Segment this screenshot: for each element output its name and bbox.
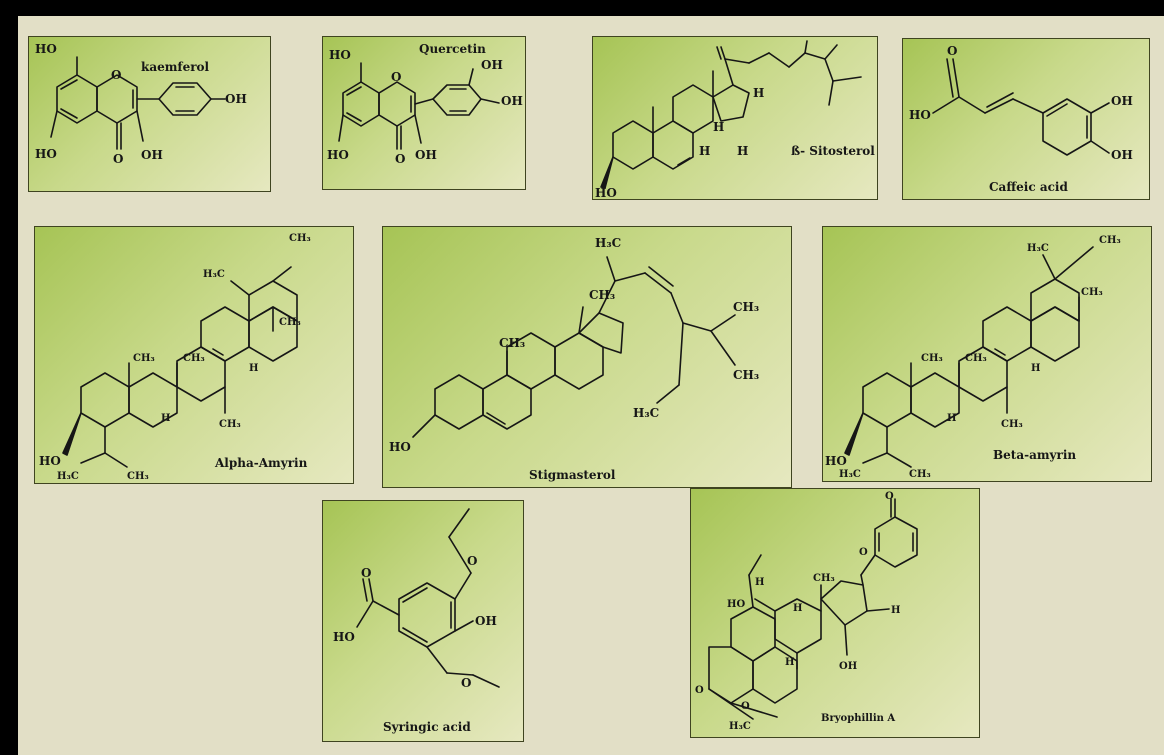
quercetin-oh1: HO — [329, 48, 351, 62]
alpha-amyrin-h1: H — [161, 413, 170, 424]
structures-canvas: kaemferol HO HO O OH O OH Quercetin HO H… — [18, 16, 1164, 755]
bryophillin-a-o1: O — [885, 491, 894, 502]
panel-stigmasterol: Stigmasterol H₃C CH₃ CH₃ CH₃ CH₃ H₃C HO — [382, 226, 792, 488]
stigmasterol-ch3-a: CH₃ — [499, 336, 525, 350]
bryophillin-a-h3c: H₃C — [729, 721, 751, 732]
quercetin-label: Quercetin — [419, 42, 486, 56]
kaemferol-structure: kaemferol HO HO O OH O OH — [35, 42, 247, 166]
caffeic-acid-oh2: OH — [1111, 148, 1133, 162]
beta-amyrin-ch3a: CH₃ — [1099, 235, 1121, 246]
syringic-acid-o2: O — [467, 554, 477, 568]
beta-amyrin-label: Beta-amyrin — [993, 448, 1076, 462]
kaemferol-oh3: OH — [225, 92, 247, 106]
bryophillin-a-label: Bryophillin A — [821, 713, 895, 724]
caffeic-acid-ho: HO — [909, 108, 931, 122]
beta-amyrin-ho: HO — [825, 454, 847, 468]
bryophillin-a-h1: H — [755, 577, 764, 588]
stigmasterol-ch3-c: CH₃ — [733, 368, 759, 382]
syringic-acid-o3: O — [461, 676, 471, 690]
beta-amyrin-ch3b: CH₃ — [921, 353, 943, 364]
syringic-acid-o1: O — [361, 566, 371, 580]
beta-amyrin-h3c2: H₃C — [839, 469, 861, 480]
beta-amyrin-structure: Beta-amyrin H₃C CH₃ CH₃ CH₃ CH₃ H H CH₃ … — [825, 235, 1121, 480]
beta-amyrin-h3c: H₃C — [1027, 243, 1049, 254]
caffeic-acid-structure: Caffeic acid O HO OH OH — [909, 44, 1133, 194]
quercetin-oh5: OH — [415, 148, 437, 162]
alpha-amyrin-h3c-top: H₃C — [203, 269, 225, 280]
panel-syringic-acid: Syringic acid O OH HO O O — [322, 500, 524, 742]
stigmasterol-h3c-top: H₃C — [595, 236, 621, 250]
caffeic-acid-o: O — [947, 44, 957, 58]
bryophillin-a-oh: OH — [839, 661, 857, 672]
alpha-amyrin-ch3f: CH₃ — [127, 471, 149, 482]
beta-amyrin-h1: H — [947, 413, 956, 424]
panel-kaemferol: kaemferol HO HO O OH O OH — [28, 36, 271, 192]
stigmasterol-structure: Stigmasterol H₃C CH₃ CH₃ CH₃ CH₃ H₃C HO — [389, 236, 759, 482]
bryophillin-a-ho: HO — [727, 599, 745, 610]
panel-beta-amyrin: Beta-amyrin H₃C CH₃ CH₃ CH₃ CH₃ H H CH₃ … — [822, 226, 1152, 482]
stigmasterol-ch3-b: CH₃ — [733, 300, 759, 314]
bryophillin-a-h2: H — [793, 603, 802, 614]
panel-beta-sitosterol: ß- Sitosterol HO H H H H — [592, 36, 878, 200]
beta-sitosterol-h4: H — [737, 144, 748, 158]
panel-caffeic-acid: Caffeic acid O HO OH OH — [902, 38, 1150, 200]
bryophillin-a-h4: H — [785, 657, 794, 668]
quercetin-structure: Quercetin HO HO O OH OH O OH — [327, 42, 523, 166]
panel-alpha-amyrin: Alpha-Amyrin CH₃ H₃C CH₃ CH₃ CH₃ H H CH₃… — [34, 226, 354, 484]
kaemferol-oh2: HO — [35, 147, 57, 161]
bryophillin-a-o3: O — [695, 685, 704, 696]
syringic-acid-structure: Syringic acid O OH HO O O — [333, 508, 500, 734]
kaemferol-label: kaemferol — [141, 60, 210, 74]
alpha-amyrin-ch3a: CH₃ — [289, 233, 311, 244]
beta-amyrin-ch3c: CH₃ — [965, 353, 987, 364]
beta-sitosterol-h3: H — [699, 144, 710, 158]
panel-bryophillin-a: Bryophillin A O O CH₃ HO H H H H OH O O … — [690, 488, 980, 738]
stigmasterol-ho: HO — [389, 440, 411, 454]
beta-amyrin-ch3e: CH₃ — [1001, 419, 1023, 430]
stigmasterol-ch3-mid: CH₃ — [589, 288, 615, 302]
stigmasterol-label: Stigmasterol — [529, 468, 616, 482]
quercetin-oh3: OH — [481, 58, 503, 72]
beta-amyrin-ch3f: CH₃ — [909, 469, 931, 480]
beta-amyrin-h2: H — [1031, 363, 1040, 374]
alpha-amyrin-label: Alpha-Amyrin — [214, 456, 308, 470]
alpha-amyrin-ch3e: CH₃ — [219, 419, 241, 430]
bryophillin-a-h3: H — [891, 605, 900, 616]
alpha-amyrin-h3c: H₃C — [57, 471, 79, 482]
beta-sitosterol-h1: H — [753, 86, 764, 100]
bryophillin-a-o2: O — [859, 547, 868, 558]
caffeic-acid-label: Caffeic acid — [989, 180, 1068, 194]
kaemferol-oh4: OH — [141, 148, 163, 162]
kaemferol-o-ring: O — [111, 68, 121, 82]
bryophillin-a-o4: O — [741, 701, 750, 712]
alpha-amyrin-ch3c: CH₃ — [183, 353, 205, 364]
alpha-amyrin-h2: H — [249, 363, 258, 374]
alpha-amyrin-ch3d: CH₃ — [279, 317, 301, 328]
beta-amyrin-ch3d: CH₃ — [1081, 287, 1103, 298]
alpha-amyrin-ho: HO — [39, 454, 61, 468]
quercetin-o-keto: O — [395, 152, 405, 166]
caffeic-acid-oh1: OH — [1111, 94, 1133, 108]
syringic-acid-oh: OH — [475, 614, 497, 628]
beta-sitosterol-h2: H — [713, 120, 724, 134]
stigmasterol-h3c-bot: H₃C — [633, 406, 659, 420]
beta-sitosterol-structure: ß- Sitosterol HO H H H H — [595, 40, 875, 200]
alpha-amyrin-structure: Alpha-Amyrin CH₃ H₃C CH₃ CH₃ CH₃ H H CH₃… — [39, 233, 311, 482]
quercetin-oh4: OH — [501, 94, 523, 108]
bryophillin-a-ch3: CH₃ — [813, 573, 835, 584]
syringic-acid-ho: HO — [333, 630, 355, 644]
panel-quercetin: Quercetin HO HO O OH OH O OH — [322, 36, 526, 190]
quercetin-o-ring: O — [391, 70, 401, 84]
syringic-acid-label: Syringic acid — [383, 720, 471, 734]
kaemferol-o-keto: O — [113, 152, 123, 166]
bryophillin-a-structure: Bryophillin A O O CH₃ HO H H H H OH O O … — [695, 491, 918, 732]
beta-sitosterol-label: ß- Sitosterol — [791, 144, 875, 158]
alpha-amyrin-ch3b: CH₃ — [133, 353, 155, 364]
beta-sitosterol-ho: HO — [595, 186, 617, 200]
quercetin-oh2: HO — [327, 148, 349, 162]
kaemferol-oh1: HO — [35, 42, 57, 56]
